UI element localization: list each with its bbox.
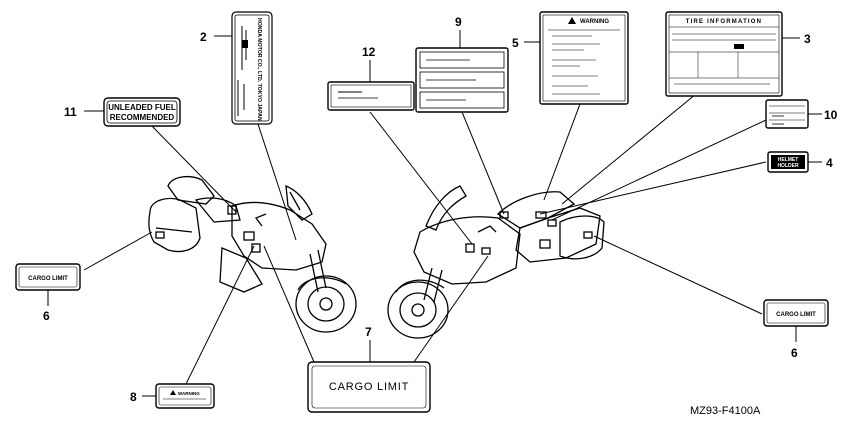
leader-7a — [263, 245, 315, 363]
label-10-small-plate — [765, 99, 809, 129]
callout-8: 8 — [130, 390, 137, 404]
label-4-helmet-holder: HELMET HOLDER — [767, 151, 809, 173]
callout-11: 11 — [64, 105, 77, 119]
diagram-code: MZ93-F4100A — [690, 405, 761, 417]
callout-7: 7 — [365, 325, 372, 339]
callout-3: 3 — [804, 32, 811, 46]
label-9-stacked-plate — [415, 47, 509, 113]
leader-lines — [83, 93, 767, 385]
leader-7b — [413, 255, 489, 363]
cargo-limit-large-text: CARGO LIMIT — [329, 381, 409, 393]
leader-4 — [539, 161, 767, 215]
helmet-line-1: HELMET — [778, 157, 799, 163]
cargo-limit-left-text: CARGO LIMIT — [28, 276, 68, 282]
callout-12: 12 — [362, 45, 376, 59]
callout-4: 4 — [826, 156, 833, 170]
label-11-unleaded-fuel: UNLEADED FUEL RECOMMENDED — [103, 97, 181, 127]
unleaded-line-1: UNLEADED FUEL — [108, 103, 176, 112]
leader-5 — [543, 103, 581, 201]
warning-small-text: WARNING — [178, 391, 200, 396]
honda-plate-text: HONDA MOTOR CO., LTD. TOKYO JAPAN — [256, 18, 262, 121]
label-12-blank-plate — [327, 81, 415, 111]
leader-6a — [83, 231, 153, 271]
right-motorcycle-illustration — [387, 185, 605, 339]
label-8-warning-small: WARNING — [155, 383, 215, 409]
callout-6-left: 6 — [43, 309, 50, 323]
warning-title: WARNING — [580, 19, 609, 25]
label-2-honda-plate: HONDA MOTOR CO., LTD. TOKYO JAPAN — [231, 11, 273, 125]
unleaded-line-2: RECOMMENDED — [110, 113, 175, 122]
leader-2 — [257, 123, 297, 241]
leader-3 — [561, 93, 697, 205]
label-7-cargo-limit-large: CARGO LIMIT — [307, 361, 431, 413]
tire-information-title: TIRE INFORMATION — [686, 19, 762, 25]
left-motorcycle-illustration — [148, 175, 357, 333]
cargo-limit-right-text: CARGO LIMIT — [776, 312, 816, 318]
leader-6b — [593, 235, 763, 315]
label-3-tire-information: TIRE INFORMATION — [665, 11, 783, 97]
leader-10 — [551, 119, 767, 221]
callout-6-right: 6 — [791, 346, 798, 360]
callout-9: 9 — [455, 15, 462, 29]
callout-2: 2 — [200, 30, 207, 44]
leader-8 — [185, 245, 255, 385]
label-6-cargo-limit-right: CARGO LIMIT — [763, 299, 829, 327]
helmet-line-2: HOLDER — [777, 163, 799, 169]
leader-9 — [461, 111, 505, 215]
callout-5: 5 — [512, 36, 519, 50]
label-5-warning: WARNING — [539, 11, 629, 105]
callout-10: 10 — [824, 108, 838, 122]
leader-12 — [369, 111, 473, 245]
label-6-cargo-limit-left: CARGO LIMIT — [15, 263, 81, 291]
leader-11 — [149, 123, 237, 213]
